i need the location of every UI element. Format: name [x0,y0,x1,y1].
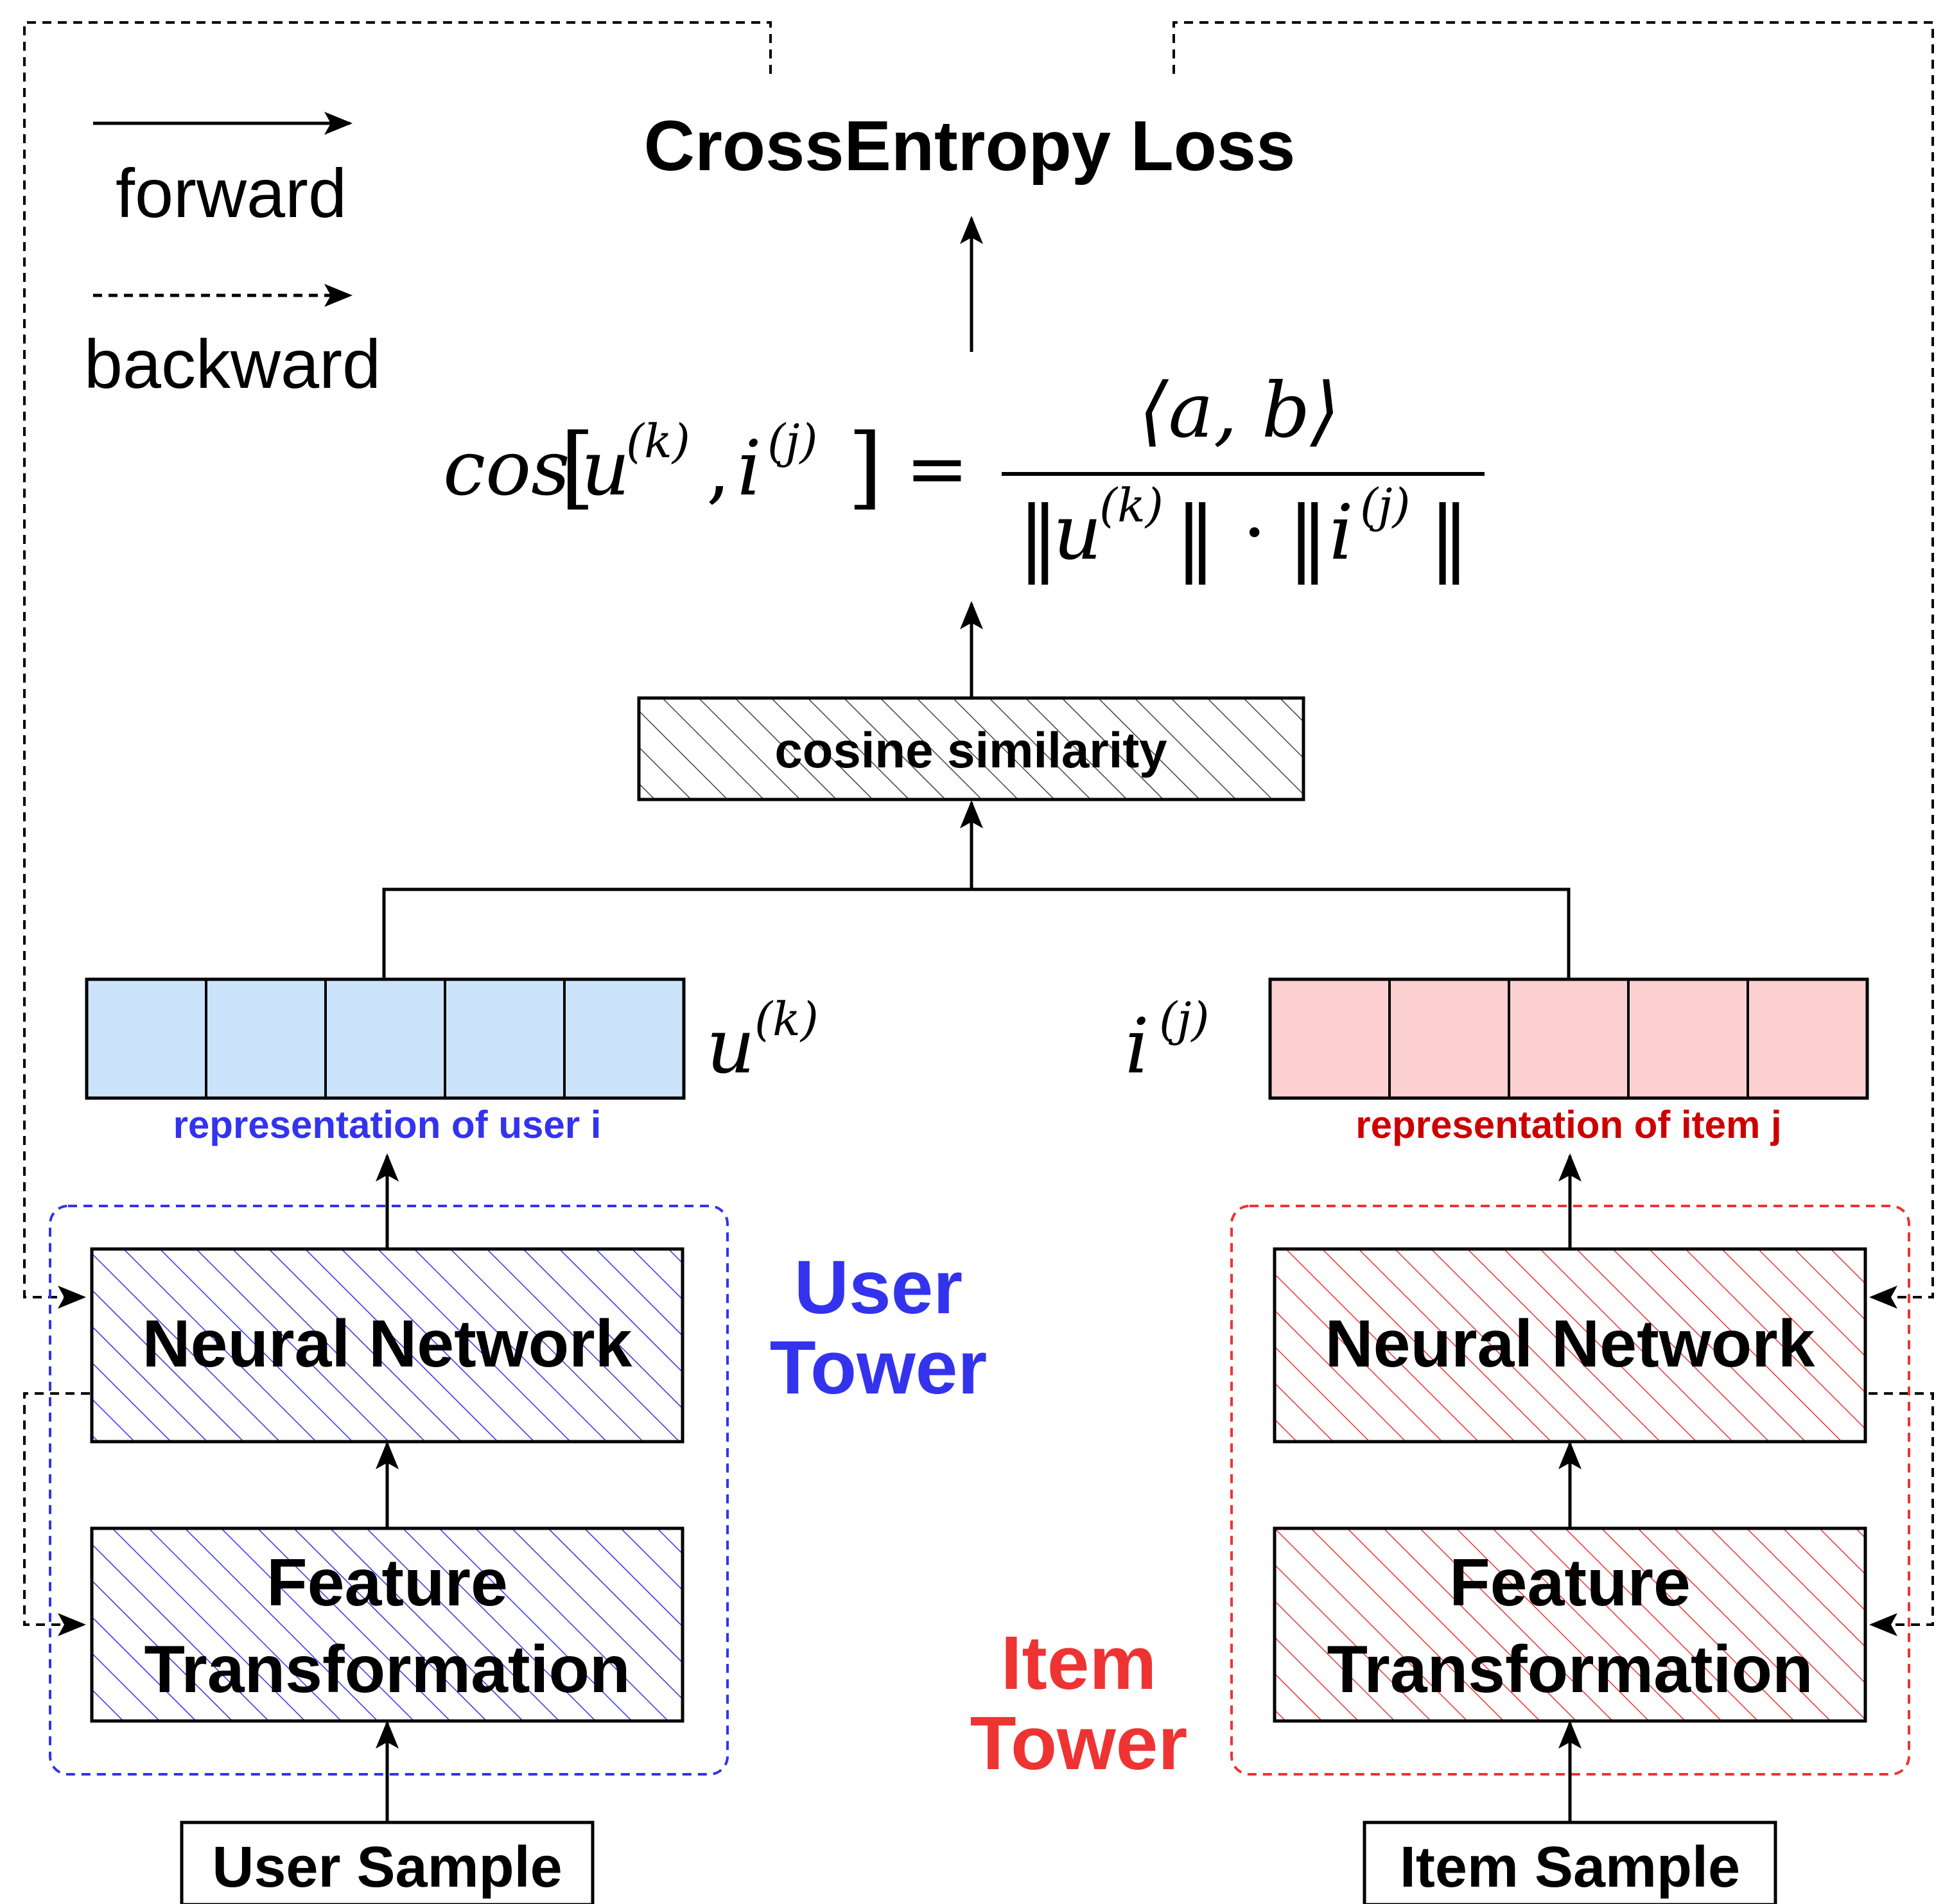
formula-norm-bar-3: ‖ [1287,489,1329,585]
user-tower-label-line2: Tower [770,1325,988,1410]
formula-open-bracket: [ [560,415,595,520]
svg-text:u: u [706,1002,755,1090]
svg-text:(k): (k) [754,992,819,1046]
formula-den-u: u [1053,488,1102,577]
user-tower-container [49,1205,729,1776]
merge-connector [382,800,1571,979]
user-sample-box: User Sample [180,1821,595,1904]
item-tower-container [1230,1205,1910,1776]
user-feature-transformation-box: Feature Transformation [90,1526,684,1723]
backward-inner-left [23,1392,90,1636]
formula-lhs-u: u [581,424,630,512]
backward-loop-right [1172,21,1934,1309]
formula-norm-bar-1: ‖ [1018,489,1059,585]
cosine-similarity-label: cosine similarity [774,722,1167,778]
legend-backward-label: backward [84,325,381,403]
formula-lhs-i: i [737,424,762,512]
formula-numerator: ⟨a, b⟩ [1139,366,1340,455]
formula-norm-bar-2: ‖ [1175,489,1216,585]
user-vector [85,977,686,1100]
loss-title: CrossEntropy Loss [644,107,1296,186]
user-neural-network-box: Neural Network [90,1247,684,1444]
formula-lhs-i-sup: (j) [767,414,818,468]
formula-den-i-sup: (j) [1360,478,1411,532]
user-sample-label: User Sample [212,1835,562,1900]
cosine-formula: cos [ u (k) , i (j) ] = ⟨a, b⟩ ‖ u (k) ‖… [443,366,1485,585]
cosine-similarity-box: cosine similarity [637,696,1305,801]
formula-dot: · [1242,488,1267,577]
user-feature-label-line2: Transformation [144,1632,631,1707]
formula-close-bracket: ] [848,415,883,520]
svg-text:(j): (j) [1159,992,1210,1046]
item-vector [1268,977,1869,1100]
item-feature-transformation-box: Feature Transformation [1273,1526,1867,1723]
formula-norm-bar-4: ‖ [1429,489,1470,585]
backward-inner-right [1869,1392,1934,1636]
svg-text:i: i [1125,1002,1149,1090]
legend-forward-label: forward [116,154,347,232]
item-neural-network-label: Neural Network [1325,1307,1815,1381]
item-tower-label-line1: Item [1001,1621,1157,1706]
formula-lhs-cos: cos [443,424,570,512]
user-neural-network-label: Neural Network [143,1307,632,1381]
backward-loop-left [23,21,772,1309]
user-representation-label: representation of user i [173,1103,602,1146]
legend: forward backward [84,112,381,403]
user-feature-label-line1: Feature [266,1546,508,1620]
item-sample-label: Item Sample [1400,1835,1740,1900]
formula-comma: , [706,424,731,512]
user-tower-label-line1: User [794,1245,963,1330]
item-representation-label: representation of item j [1355,1103,1781,1146]
user-vector-symbol: u (k) [706,992,819,1090]
item-sample-box: Item Sample [1363,1821,1777,1904]
formula-den-u-sup: (k) [1099,478,1163,532]
formula-equals: = [905,424,969,512]
formula-den-i: i [1329,488,1354,577]
item-neural-network-box: Neural Network [1273,1247,1867,1444]
item-feature-label-line1: Feature [1449,1546,1691,1620]
item-feature-label-line2: Transformation [1327,1632,1813,1707]
item-vector-symbol: i (j) [1125,992,1210,1090]
formula-lhs-u-sup: (k) [626,414,690,468]
item-tower-label-line2: Tower [970,1701,1188,1786]
